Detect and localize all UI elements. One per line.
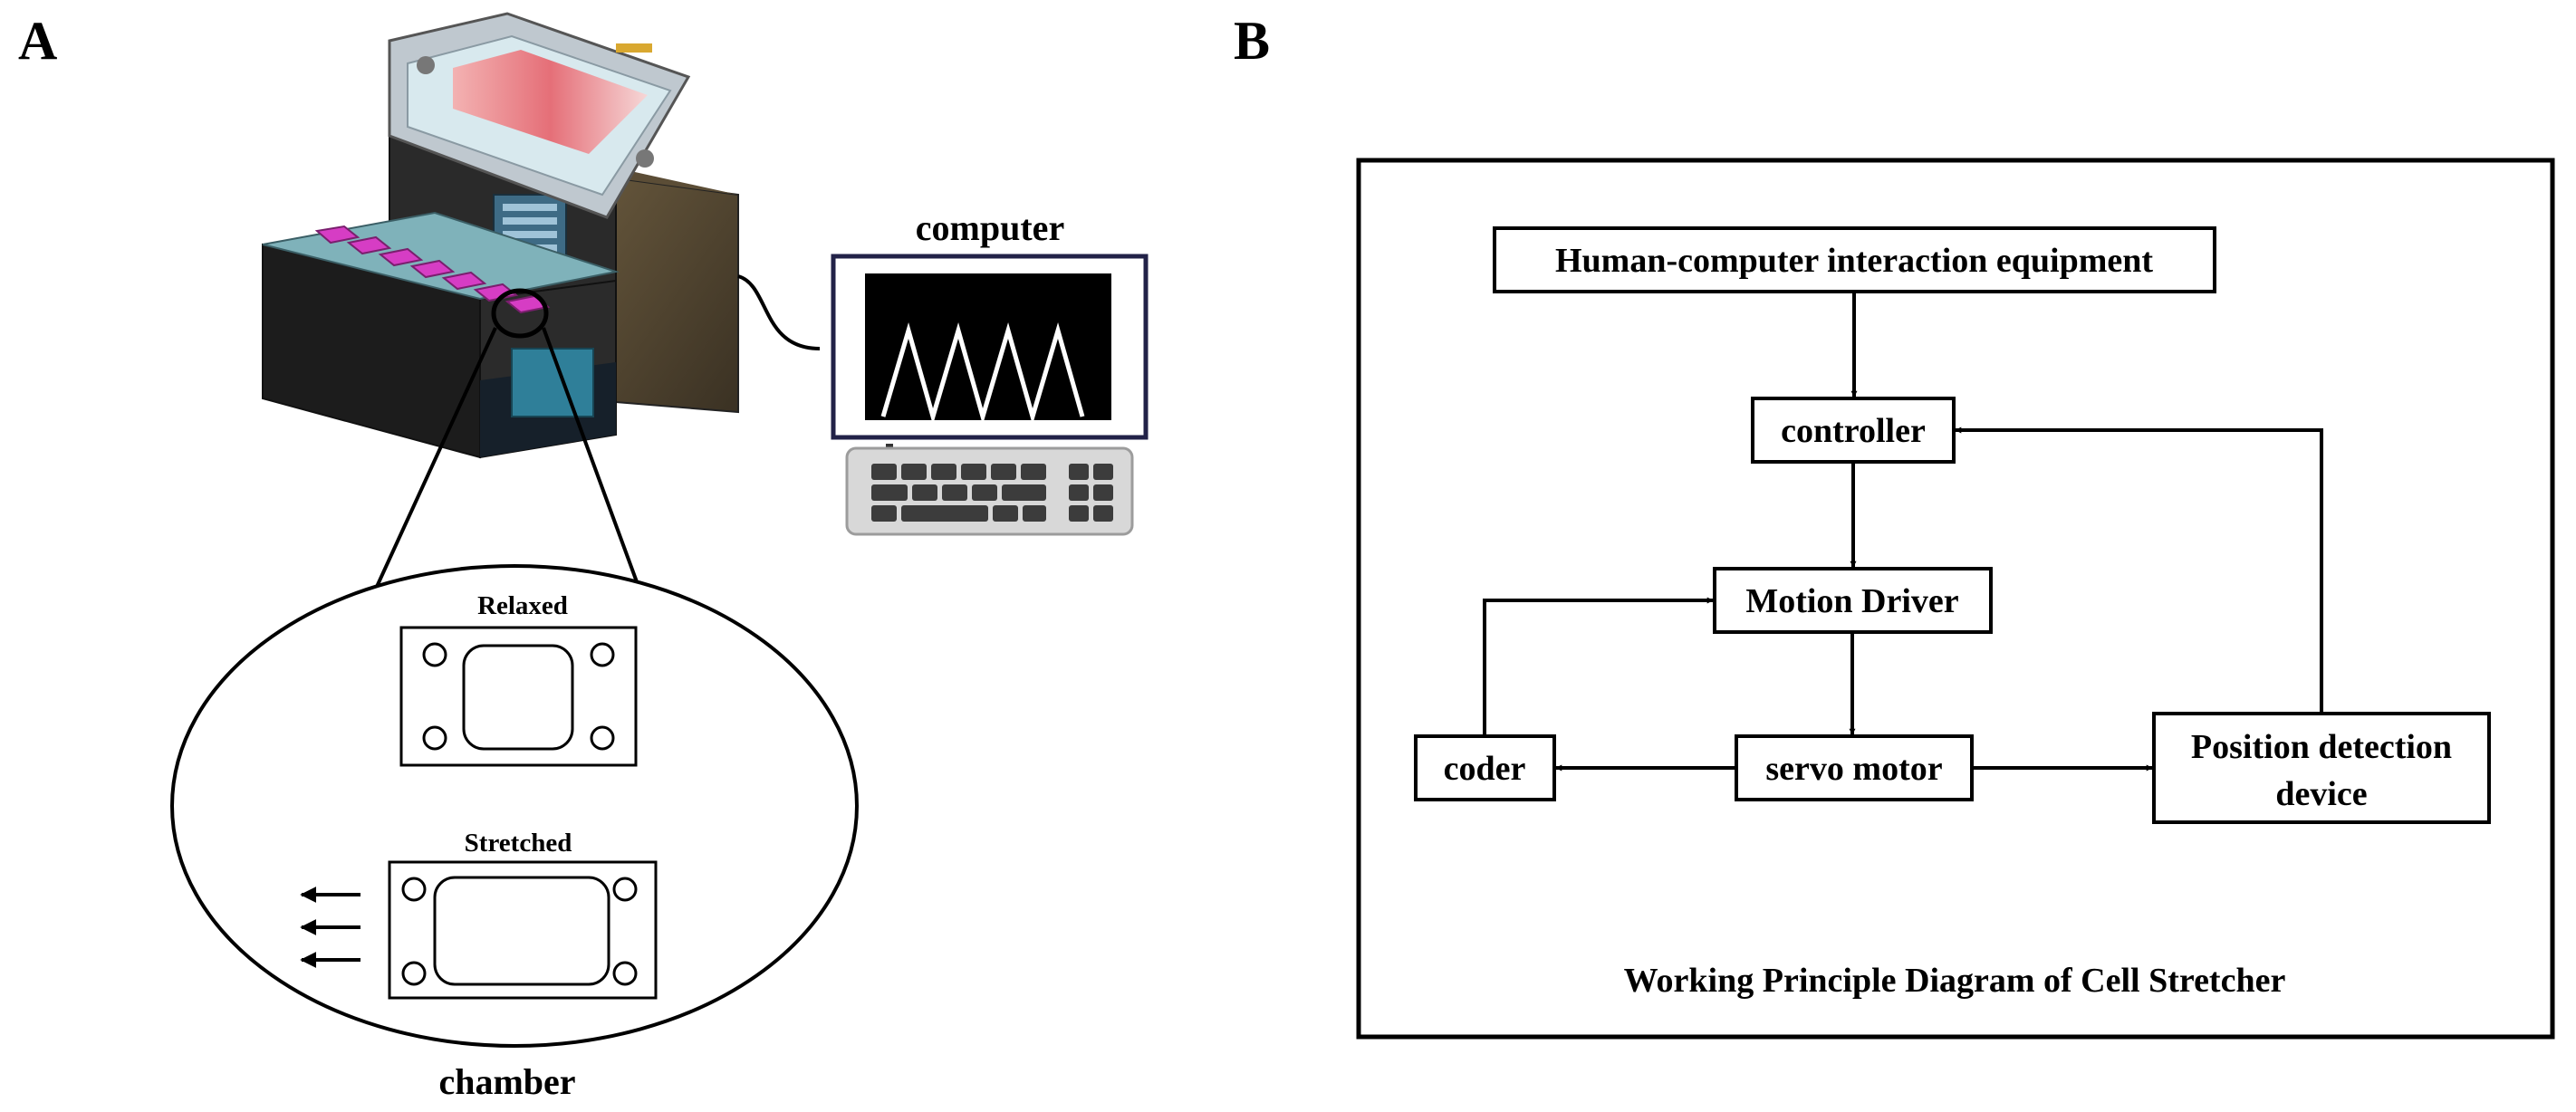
node-position-label-line1: Position detection (2191, 728, 2452, 766)
node-motion-driver: Motion Driver (1713, 567, 1993, 634)
computer-illustration: computer (831, 207, 1149, 536)
node-position-detection: Position detection device (2152, 712, 2491, 824)
device-cable (737, 274, 821, 350)
waveform-display (880, 322, 1085, 425)
diagram-caption: Working Principle Diagram of Cell Stretc… (1624, 962, 2286, 1000)
node-controller-label: controller (1781, 412, 1926, 450)
stretched-label: Stretched (465, 829, 572, 858)
stretch-direction-arrows (300, 887, 360, 968)
chamber-label: chamber (438, 1061, 575, 1102)
panel-a-label: A (18, 11, 57, 71)
panel-a: A (18, 11, 1149, 1102)
zoom-line-left (374, 327, 497, 590)
node-servo-motor-label: servo motor (1765, 750, 1942, 788)
node-hci-label: Human-computer interaction equipment (1555, 242, 2153, 280)
node-controller: controller (1751, 397, 1956, 464)
arrow-coder-to-driver (1483, 597, 1714, 736)
stretched-chamber (388, 860, 658, 1000)
cell-stretcher-device-illustration (262, 12, 821, 459)
chamber-detail: Relaxed Stretched (170, 564, 859, 1102)
node-position-label-line2: device (2275, 775, 2367, 813)
node-hci: Human-computer interaction equipment (1493, 226, 2216, 293)
keyboard-illustration (845, 446, 1134, 536)
relaxed-label: Relaxed (477, 591, 568, 620)
panel-b-label: B (1234, 11, 1270, 71)
node-motion-driver-label: Motion Driver (1745, 582, 1958, 620)
node-servo-motor: servo motor (1735, 734, 1974, 801)
selected-well-highlight (491, 288, 549, 339)
flow-connectors (1483, 292, 2323, 772)
arrow-position-to-controller (1955, 427, 2323, 714)
zoom-line-right (542, 327, 640, 588)
panel-b: B Human-computer interaction equipment c… (1234, 11, 2555, 1040)
relaxed-chamber (399, 626, 638, 767)
node-coder-label: coder (1444, 750, 1526, 788)
node-coder: coder (1414, 734, 1556, 801)
computer-label: computer (916, 207, 1064, 248)
